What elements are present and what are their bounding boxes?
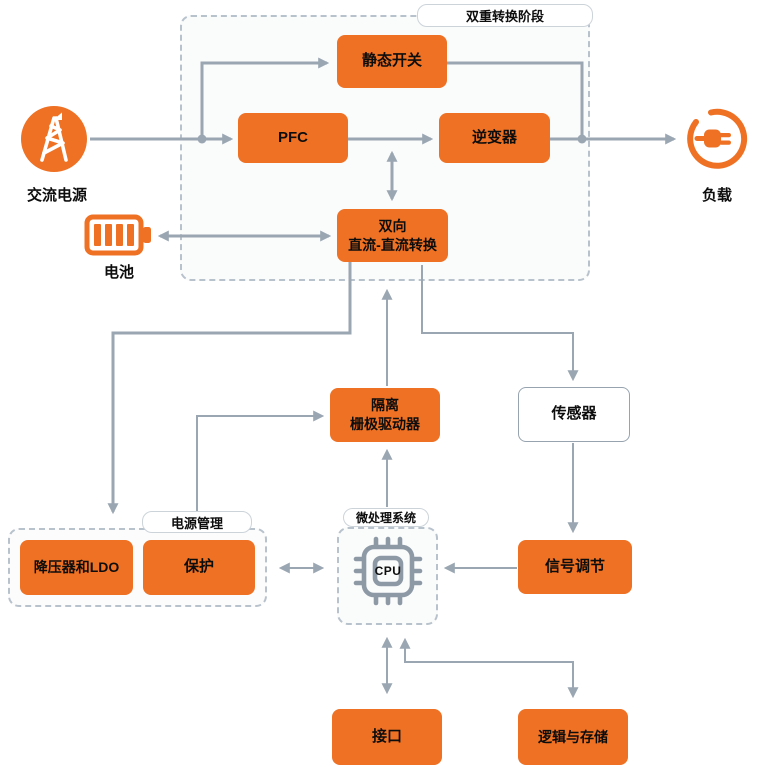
pfc-label: PFC xyxy=(278,128,308,146)
bidir-dcdc-label-line2: 直流-直流转换 xyxy=(348,236,437,253)
static-switch-box: 静态开关 xyxy=(337,35,447,88)
wire-ac-to-static-switch xyxy=(200,57,330,139)
buck-ldo-box: 降压器和LDO xyxy=(20,540,133,595)
battery-label: 电池 xyxy=(103,264,134,281)
logic-storage-box: 逻辑与存储 xyxy=(518,709,628,765)
interface-box: 接口 xyxy=(332,709,442,765)
junction-dot-input xyxy=(197,134,207,144)
wire-protection-to-gate-driver xyxy=(196,410,325,511)
wire-stage-to-sensor xyxy=(421,265,579,382)
signal-conditioning-label: 信号调节 xyxy=(544,557,605,575)
power-management-label: 电源管理 xyxy=(170,515,223,531)
gate-driver-box: 隔离 栅极驱动器 xyxy=(330,388,440,442)
power-tower-icon xyxy=(21,106,87,172)
logic-storage-label: 逻辑与存储 xyxy=(538,728,608,745)
battery-icon xyxy=(84,214,154,256)
junction-dot-output xyxy=(577,134,587,144)
stage-title-pill: 双重转换阶段 xyxy=(417,4,593,27)
cpu-label: CPU xyxy=(374,564,402,578)
protection-label: 保护 xyxy=(183,558,214,576)
mcu-pill: 微处理系统 xyxy=(343,508,429,527)
wire-mcu-logic-storage-bidirectional xyxy=(399,637,579,699)
buck-ldo-label: 降压器和LDO xyxy=(33,559,120,576)
interface-label: 接口 xyxy=(371,727,402,745)
bidir-dcdc-label-line1: 双向 xyxy=(378,217,407,234)
bidir-dcdc-box: 双向 直流-直流转换 xyxy=(337,209,448,262)
mcu-label: 微处理系统 xyxy=(355,511,416,525)
stage-title-label: 双重转换阶段 xyxy=(465,9,544,24)
inverter-label: 逆变器 xyxy=(471,128,517,146)
gate-driver-label-line2: 栅极驱动器 xyxy=(350,416,420,432)
pfc-box: PFC xyxy=(238,113,348,163)
sensor-box: 传感器 xyxy=(518,387,630,442)
ac-source-label: 交流电源 xyxy=(26,187,87,204)
static-switch-label: 静态开关 xyxy=(361,52,422,70)
cpu-chip-icon xyxy=(348,531,428,611)
inverter-box: 逆变器 xyxy=(439,113,550,163)
gate-driver-label-line1: 隔离 xyxy=(371,397,399,414)
load-label: 负载 xyxy=(701,187,732,204)
wire-static-switch-to-output xyxy=(447,61,584,139)
sensor-label: 传感器 xyxy=(551,405,597,423)
junction-dots xyxy=(197,134,587,144)
power-management-pill: 电源管理 xyxy=(142,511,252,533)
protection-box: 保护 xyxy=(143,540,255,595)
signal-conditioning-box: 信号调节 xyxy=(518,540,632,594)
plug-icon xyxy=(683,105,751,173)
wire-bidir-to-buck-ldo xyxy=(107,262,352,515)
